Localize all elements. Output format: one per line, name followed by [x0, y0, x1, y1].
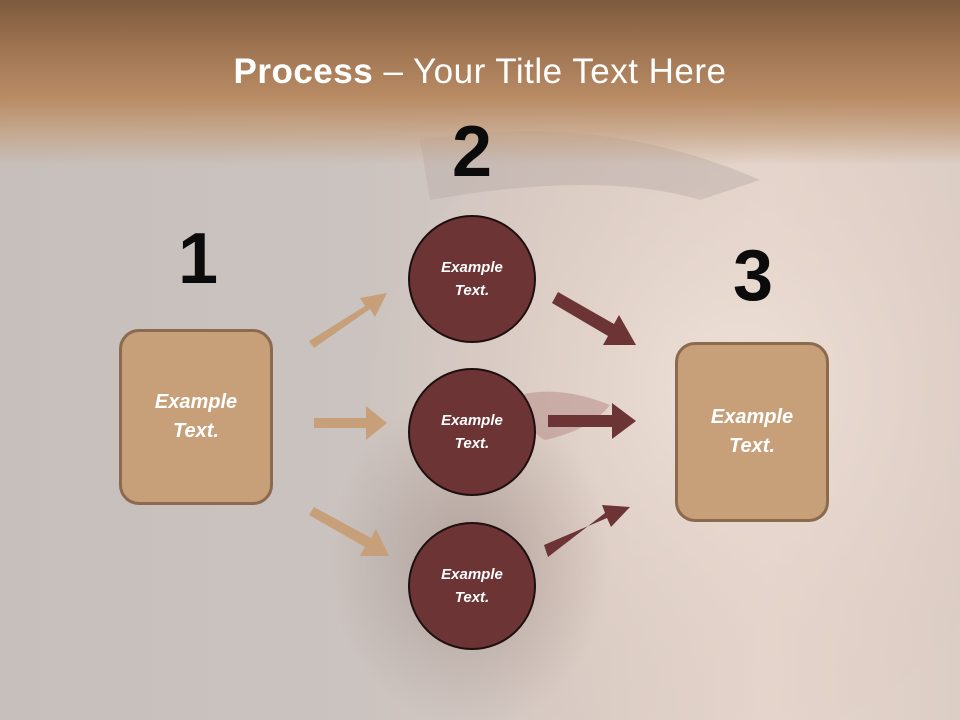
step-2-circle-bottom-label: Example Text. [441, 566, 503, 606]
step-2-circle-bottom: Example Text. [408, 522, 536, 650]
step-1-label: Example Text. [154, 391, 238, 442]
title-bold: Process [233, 52, 374, 91]
step-2-circle-top: Example Text. [408, 215, 536, 343]
header-band [0, 0, 960, 165]
arrow-step1-to-bottom [309, 507, 389, 556]
step-number-2: 2 [451, 112, 493, 192]
arrow-top-to-step3 [552, 292, 636, 345]
step-1-box: Example Text. [119, 329, 273, 505]
title-rest: – Your Title Text Here [373, 52, 727, 91]
page-title: Process – Your Title Text Here [0, 52, 960, 92]
step-2-circle-middle: Example Text. [408, 368, 536, 496]
step-2-circle-middle-label: Example Text. [441, 412, 503, 452]
step-3-box: Example Text. [675, 342, 829, 522]
step-number-1: 1 [177, 219, 219, 299]
step-3-label: Example Text. [710, 406, 794, 457]
arrow-step1-to-top [309, 293, 387, 348]
arrow-middle-to-step3 [548, 403, 636, 439]
arrow-step1-to-middle [314, 406, 387, 440]
arrow-bottom-to-step3 [544, 505, 630, 557]
step-number-3: 3 [732, 236, 774, 316]
step-2-circle-top-label: Example Text. [441, 259, 503, 299]
